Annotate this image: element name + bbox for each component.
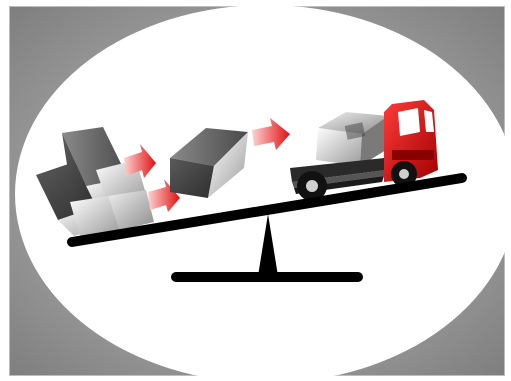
balance-scale-illustration <box>0 0 511 381</box>
